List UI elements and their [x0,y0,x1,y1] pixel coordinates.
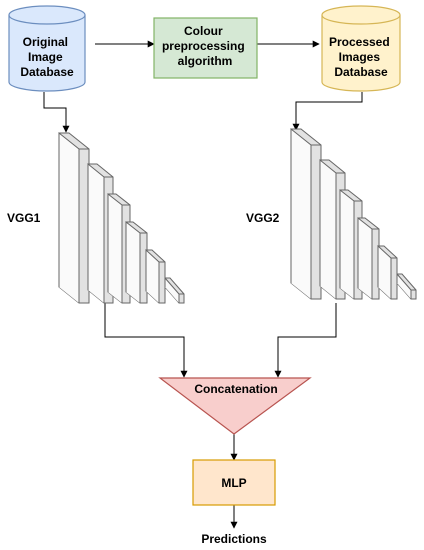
edges [43,40,363,529]
original-db-body [8,15,86,92]
vgg2-layer [357,216,380,300]
edge-vgg2-to-concatenation [274,303,337,378]
vgg2-network [290,127,417,300]
preprocessing-label: Colour preprocessing algorithm [162,24,248,68]
vgg2-layer [396,272,417,300]
processed-db-top [321,5,401,25]
vgg1-layer [87,162,114,304]
vgg2-label: VGG2 [246,211,280,225]
concatenation-node: Concatenation [158,377,312,435]
vgg1-layer [125,220,148,304]
concatenation-label: Concatenation [194,382,277,396]
processed-images-database: Processed Images Database [321,5,401,92]
original-db-top [8,5,86,25]
vgg2-layer [319,158,346,300]
colour-preprocessing-algorithm: Colour preprocessing algorithm [153,17,258,79]
mlp-label: MLP [221,476,246,490]
mlp-node: MLP [192,459,276,506]
concatenation-triangle [158,377,312,435]
vgg1-layer [107,192,131,304]
vgg2-layer [290,127,322,300]
vgg1-network [58,131,185,304]
vgg1-layer [145,248,166,304]
processed-db-label: Processed Images Database [329,35,393,79]
vgg2-layer [339,188,363,300]
vgg2-layer [377,244,398,300]
processed-db-body [321,15,401,92]
vgg1-layer [164,276,185,304]
edge-processed-to-vgg2 [292,92,363,131]
edge-original-to-vgg1 [43,92,70,133]
preprocessing-box [153,17,258,79]
predictions-label: Predictions [201,532,267,546]
edge-vgg1-to-concatenation [104,303,188,378]
vgg1-layer [58,131,90,304]
mlp-box [192,459,276,506]
vgg1-label: VGG1 [7,211,41,225]
original-db-label: Original Image Database [20,35,74,79]
original-image-database: Original Image Database [8,5,86,92]
